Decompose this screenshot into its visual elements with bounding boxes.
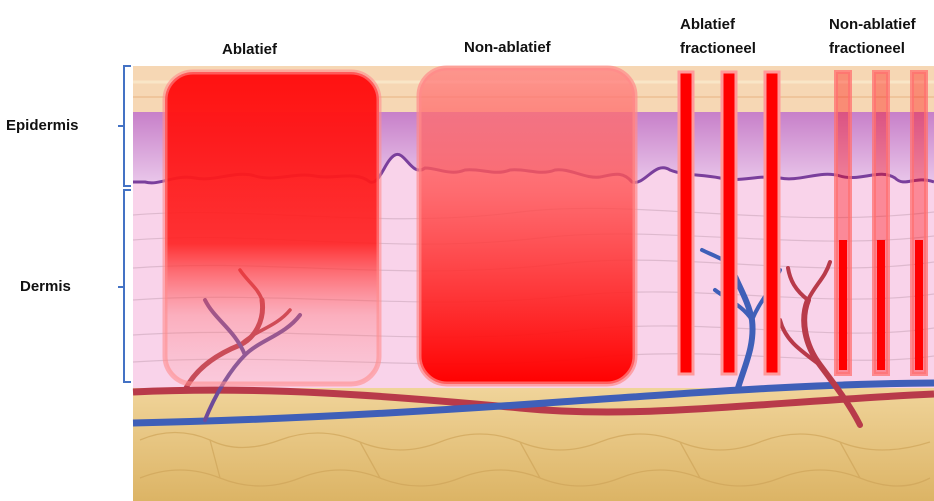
- ablative-fractional-columns: [679, 72, 779, 374]
- ablative-fractional-line-2: fractioneel: [680, 40, 756, 58]
- dermis-bracket: [118, 190, 131, 382]
- non-ablative-fractional-line-2: fractioneel: [829, 40, 916, 58]
- ablative-title: Ablatief: [222, 41, 277, 59]
- ablative-zone: [165, 72, 379, 384]
- ablative-fractional-line-1: Ablatief: [680, 16, 756, 34]
- ablative-fractional-title: Ablatief fractioneel: [680, 16, 756, 58]
- dermis-label: Dermis: [20, 278, 71, 296]
- non-ablative-fractional-title: Non-ablatief fractioneel: [829, 16, 916, 58]
- non-ablative-zone: [419, 68, 635, 384]
- ablative-column-1: [679, 72, 693, 374]
- ablative-column-3: [765, 72, 779, 374]
- non-ablative-fractional-line-1: Non-ablatief: [829, 16, 916, 34]
- epidermis-bracket: [118, 66, 131, 186]
- non-ablative-title: Non-ablatief: [464, 39, 551, 57]
- ablative-column-2: [722, 72, 736, 374]
- epidermis-label: Epidermis: [6, 117, 79, 135]
